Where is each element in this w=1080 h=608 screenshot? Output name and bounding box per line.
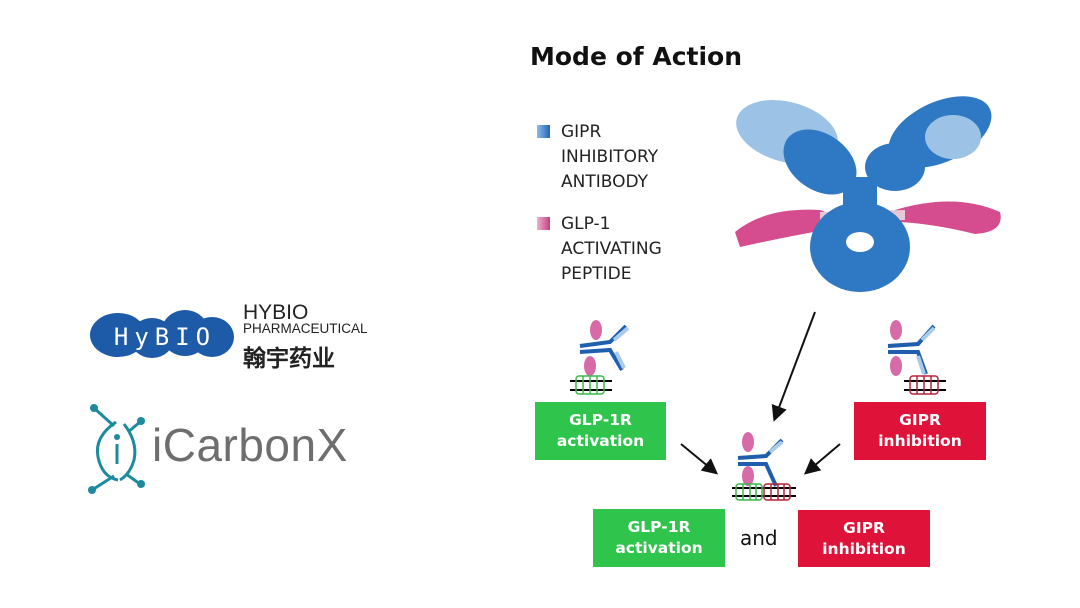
antibody-swatch-icon [537, 125, 550, 138]
hybio-name: HYBIO [243, 301, 309, 324]
glp1r-activation-result-box: GLP-1R activation [593, 509, 725, 567]
gipr-inhibition-box: GIPR inhibition [854, 402, 986, 460]
legend-label: GLP-1 ACTIVATING PEPTIDE [561, 214, 662, 284]
gipr-inhibition-result-box: GIPR inhibition [798, 510, 930, 567]
arrow-glp1r-to-combined [680, 443, 719, 475]
hybio-sub: PHARMACEUTICAL [243, 321, 368, 336]
combined-receptor-icon [732, 432, 796, 501]
icarbonx-logo-icon [88, 404, 145, 494]
arrow-antibody-to-combined [771, 311, 816, 422]
peptide-swatch-icon [537, 217, 550, 230]
glp1r-receptor-icon [570, 320, 630, 395]
glp1r-activation-box: GLP-1R activation [535, 402, 666, 460]
icarbonx-wordmark: iCarbonX [152, 419, 348, 471]
arrow-gipr-to-combined [803, 443, 841, 475]
hybio-badge-icon: HyBIO [90, 310, 234, 358]
svg-text:HyBIO: HyBIO [114, 323, 216, 351]
and-label: and [740, 526, 778, 550]
hybio-logo: HyBIO HYBIO PHARMACEUTICAL 翰宇药业 [90, 301, 390, 371]
antibody-structure-illustration [735, 96, 1001, 292]
page-title: Mode of Action [530, 42, 743, 71]
legend-label: GIPR INHIBITORY ANTIBODY [561, 122, 659, 192]
hybio-cn: 翰宇药业 [243, 345, 335, 371]
gipr-receptor-icon [887, 320, 946, 395]
